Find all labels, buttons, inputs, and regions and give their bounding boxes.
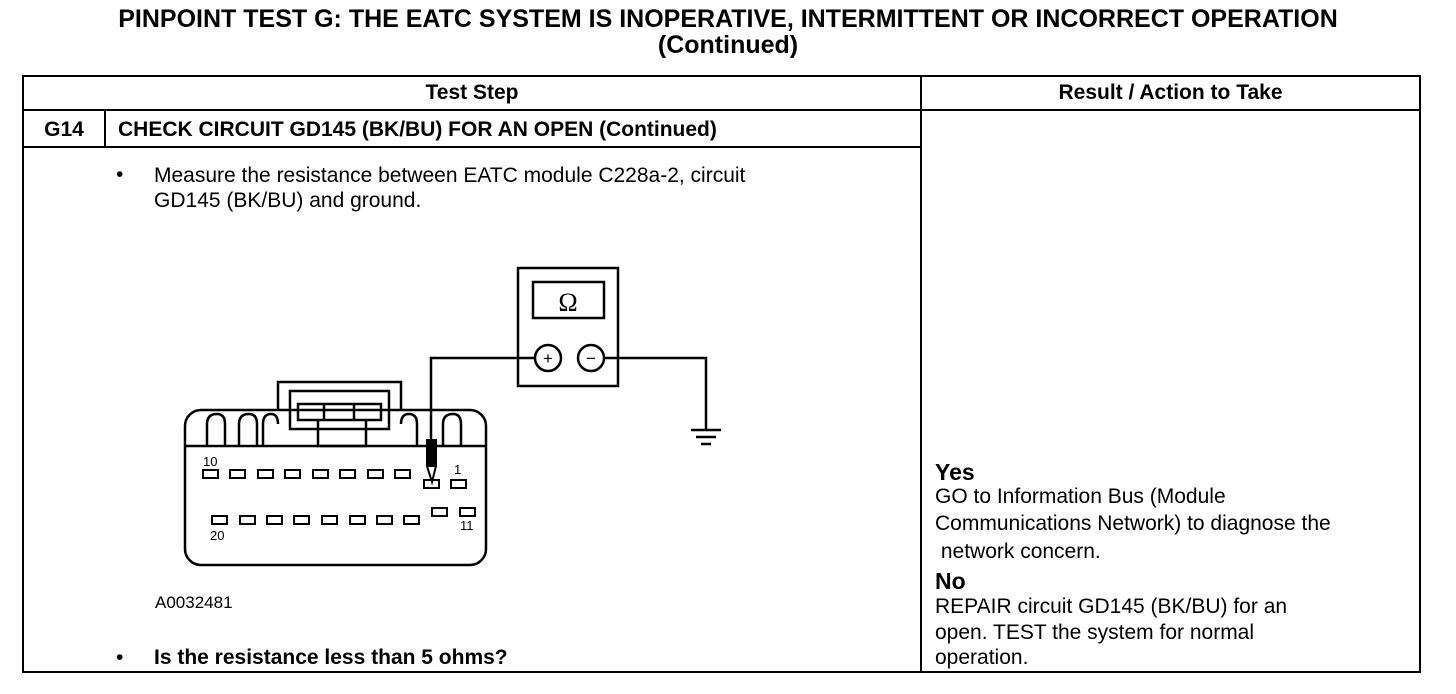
page-title: PINPOINT TEST G: THE EATC SYSTEM IS INOP… <box>0 6 1456 58</box>
no-line-3: operation. <box>935 646 1029 669</box>
no-line-2: open. TEST the system for normal <box>935 621 1255 644</box>
step-id-divider <box>104 110 106 147</box>
bullet-instruction: • <box>116 163 124 186</box>
header-divider <box>22 109 1421 111</box>
step-title: CHECK CIRCUIT GD145 (BK/BU) FOR AN OPEN … <box>118 118 717 141</box>
title-line-2: (Continued) <box>657 31 799 59</box>
instruction-line-1: Measure the resistance between EATC modu… <box>154 164 746 187</box>
header-result-action: Result / Action to Take <box>1058 81 1283 104</box>
step-id: G14 <box>44 118 84 141</box>
title-line-1: PINPOINT TEST G: THE EATC SYSTEM IS INOP… <box>118 5 1338 33</box>
pinpoint-table <box>22 75 1421 673</box>
question-text: Is the resistance less than 5 ohms? <box>154 646 508 669</box>
column-divider <box>920 75 922 673</box>
no-label: No <box>935 568 966 594</box>
bullet-question: • <box>116 646 124 669</box>
yes-label: Yes <box>935 459 975 485</box>
header-test-step: Test Step <box>425 81 519 104</box>
yes-line-1: GO to Information Bus (Module <box>935 485 1226 508</box>
yes-line-2: Communications Network) to diagnose the <box>935 512 1331 535</box>
instruction-line-2: GD145 (BK/BU) and ground. <box>154 189 422 212</box>
no-line-1: REPAIR circuit GD145 (BK/BU) for an <box>935 595 1288 618</box>
step-row-divider <box>22 146 921 148</box>
yes-line-3: network concern. <box>935 540 1101 563</box>
